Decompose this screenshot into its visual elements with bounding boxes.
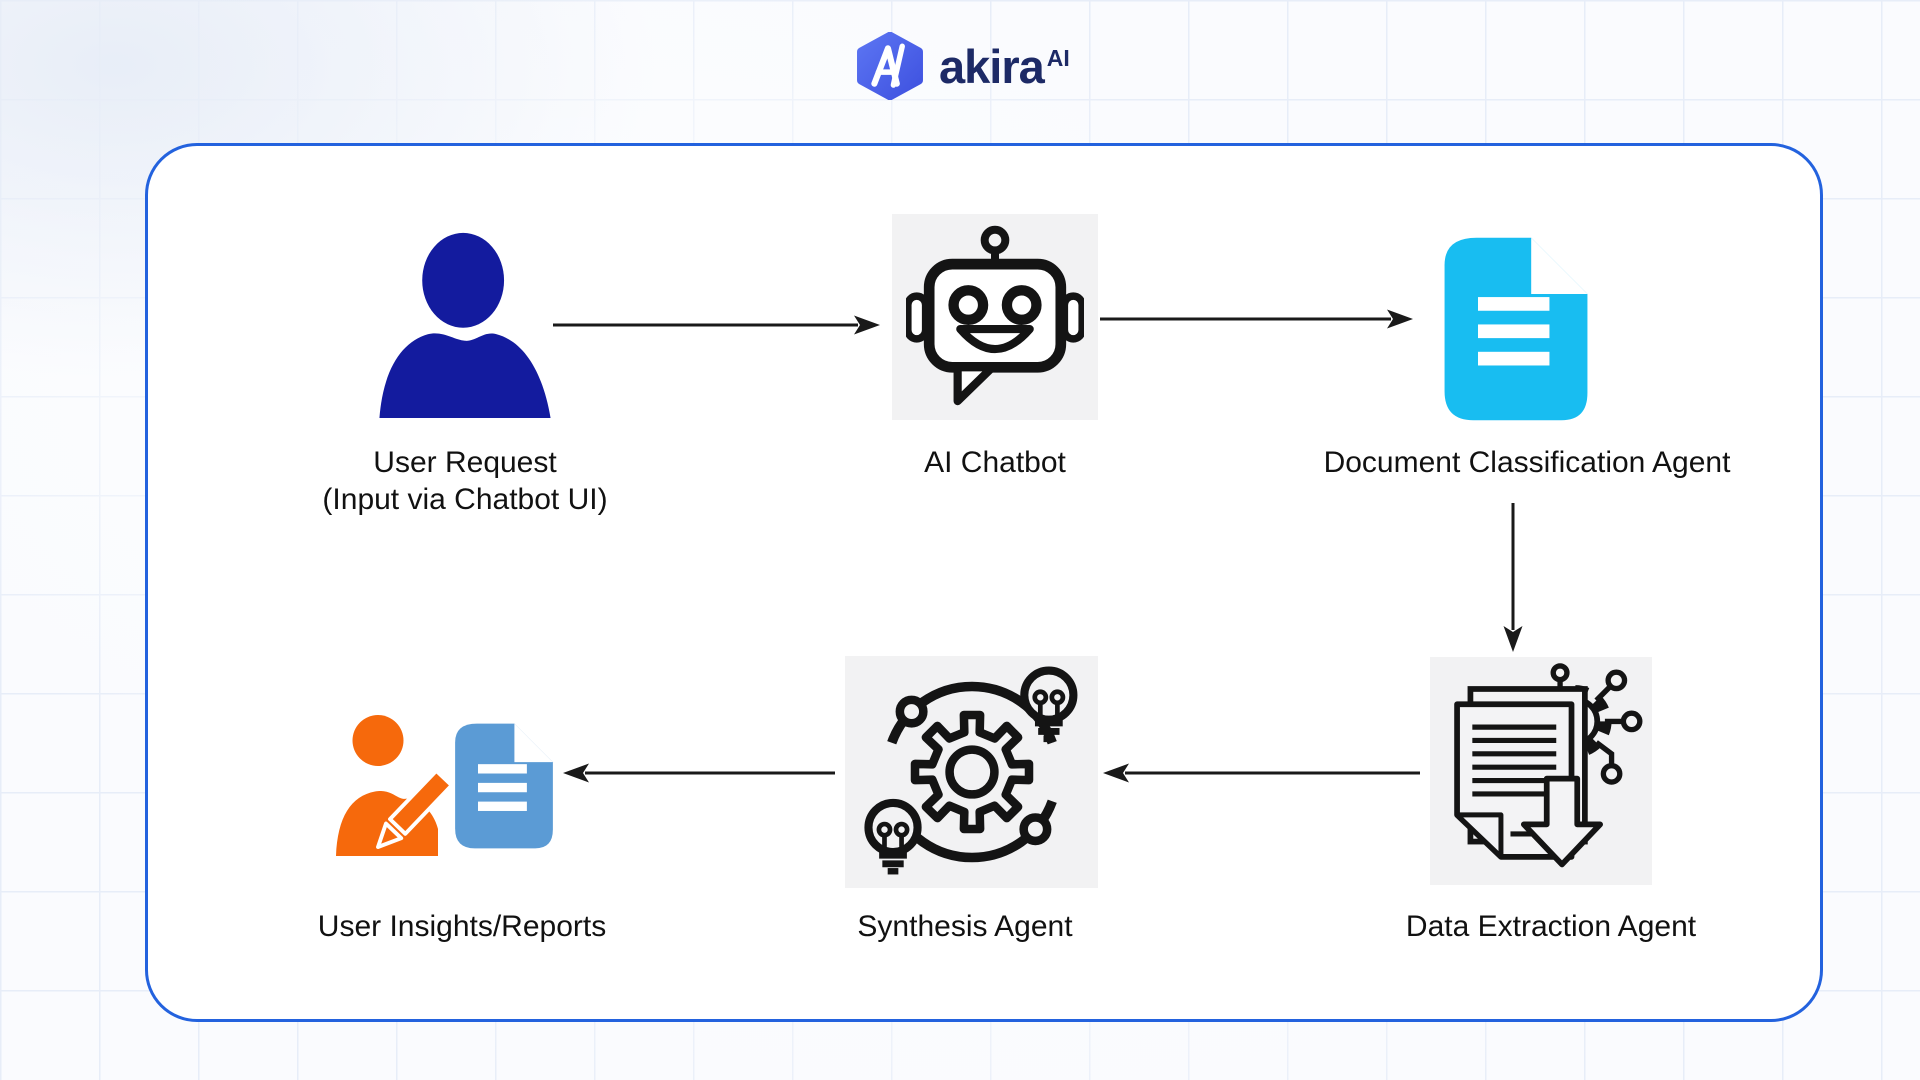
data-extraction-node bbox=[1430, 657, 1652, 885]
pencil-icon bbox=[376, 768, 454, 849]
user-request-label-line1: User Request bbox=[373, 446, 557, 479]
ai-chatbot-label: AI Chatbot bbox=[924, 446, 1066, 479]
document-gear-circuit-icon bbox=[1454, 663, 1643, 868]
akira-logo-icon bbox=[857, 32, 923, 100]
insights-document-icon bbox=[455, 723, 553, 849]
user-insights-label: User Insights/Reports bbox=[317, 910, 607, 943]
cyan-document-icon bbox=[1444, 237, 1588, 421]
data-extraction-label: Data Extraction Agent bbox=[1405, 910, 1697, 943]
brand-superscript: AI bbox=[1046, 44, 1070, 71]
lightbulb-bottom-left-icon bbox=[863, 798, 922, 875]
gear-orbit-lightbulbs-icon bbox=[863, 666, 1077, 875]
doc-classification-label: Document Classification Agent bbox=[1323, 446, 1731, 479]
user-person-icon bbox=[379, 232, 551, 418]
lightbulb-top-right-icon bbox=[1019, 666, 1077, 743]
robot-chatbot-icon bbox=[906, 225, 1084, 405]
user-request-label: User Request (Input via Chatbot UI) bbox=[322, 444, 607, 518]
insights-person-pencil-icon bbox=[336, 715, 454, 856]
user-request-label-line2: (Input via Chatbot UI) bbox=[322, 483, 608, 516]
brand-word: akira bbox=[939, 39, 1045, 93]
synthesis-node bbox=[845, 656, 1098, 888]
synthesis-label: Synthesis Agent bbox=[857, 910, 1073, 943]
ai-chatbot-node bbox=[892, 214, 1098, 420]
